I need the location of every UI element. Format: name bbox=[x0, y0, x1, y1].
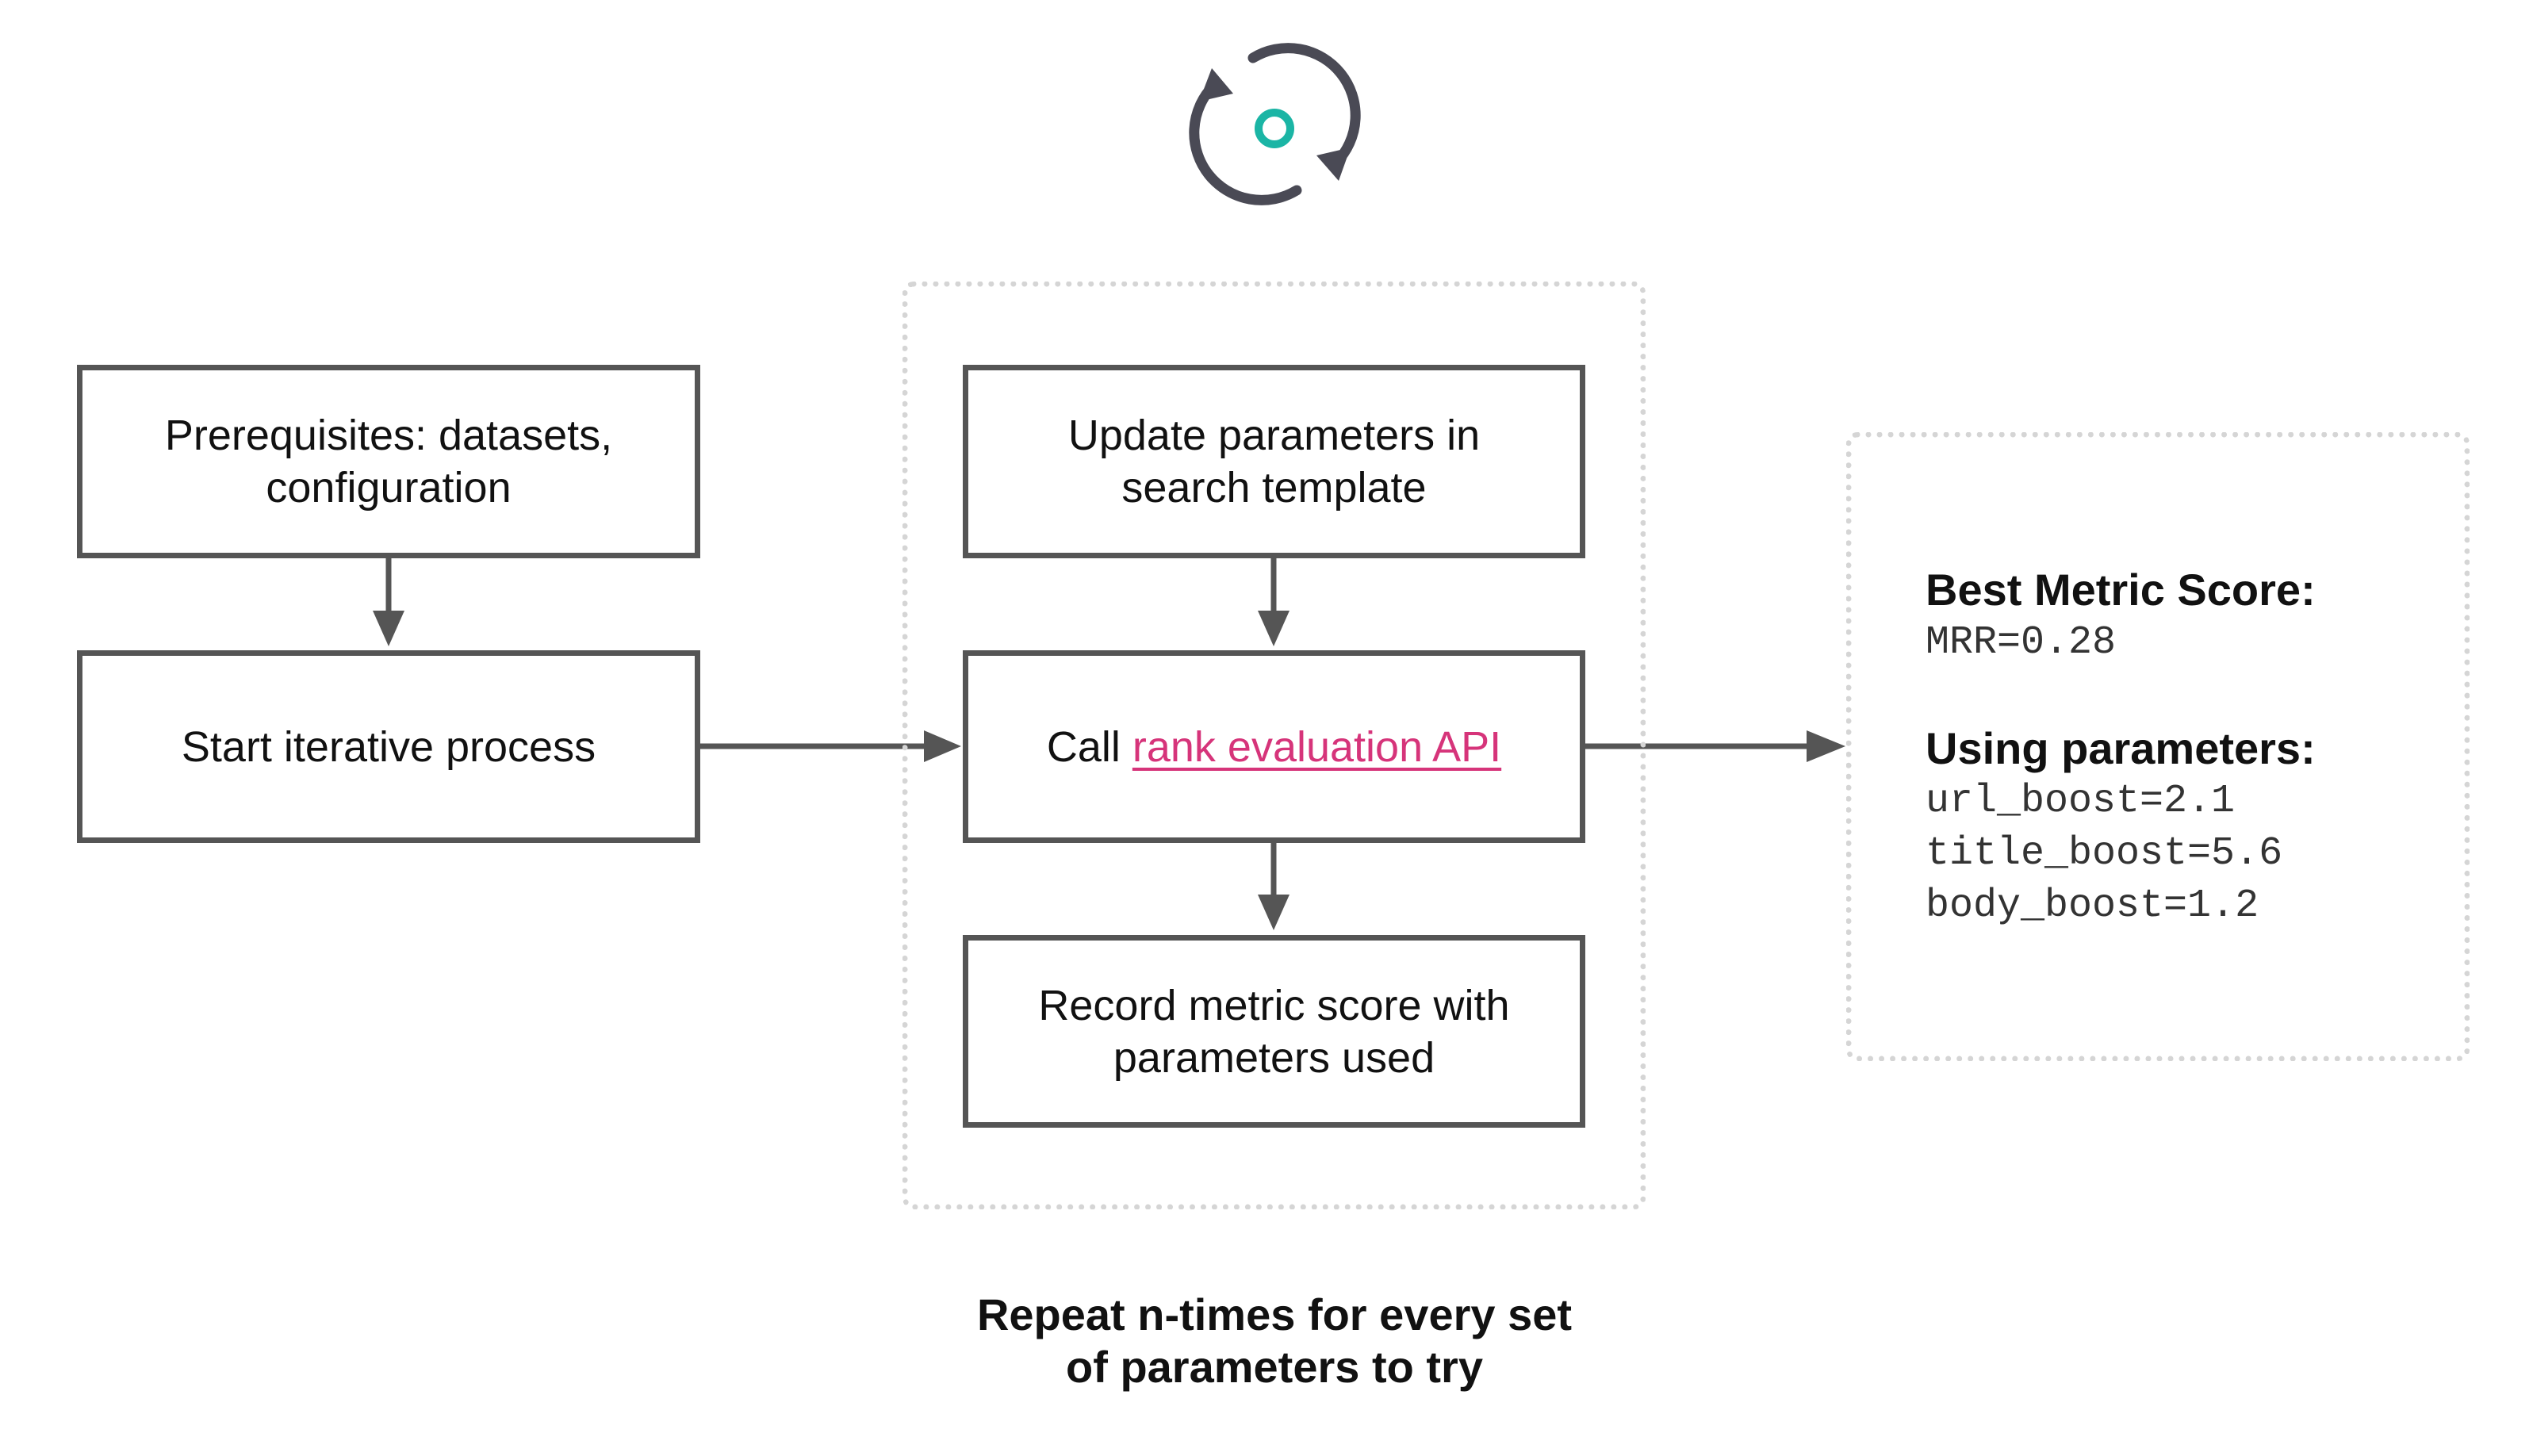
loop-caption-line-2: of parameters to try bbox=[1066, 1342, 1483, 1392]
parameter-url-boost: url_boost=2.1 bbox=[1926, 779, 2236, 824]
arrow-update-to-call bbox=[1258, 557, 1289, 646]
record-score-line-2: parameters used bbox=[1113, 1033, 1435, 1082]
update-parameters-line-2: search template bbox=[1121, 464, 1427, 512]
prerequisites-box: Prerequisites: datasets, configuration bbox=[77, 365, 700, 558]
result-panel: Best Metric Score: MRR=0.28 Using parame… bbox=[1926, 563, 2316, 933]
call-api-box: Call rank evaluation API bbox=[963, 650, 1585, 843]
arrow-start-to-call bbox=[698, 730, 961, 762]
update-parameters-line-1: Update parameters in bbox=[1067, 412, 1481, 459]
prerequisites-line-1: Prerequisites: datasets, bbox=[164, 412, 613, 459]
call-prefix: Call bbox=[1046, 722, 1132, 771]
start-process-label: Start iterative process bbox=[181, 722, 596, 771]
prerequisites-line-2: configuration bbox=[266, 464, 512, 512]
best-metric-heading: Best Metric Score: bbox=[1926, 565, 2316, 615]
best-metric-value: MRR=0.28 bbox=[1926, 620, 2117, 665]
loop-caption-line-1: Repeat n-times for every set bbox=[976, 1289, 1573, 1339]
loop-caption: Repeat n-times for every set of paramete… bbox=[872, 1289, 1677, 1393]
record-score-box: Record metric score with parameters used bbox=[963, 935, 1585, 1128]
parameter-title-boost: title_boost=5.6 bbox=[1926, 831, 2283, 876]
start-process-box: Start iterative process bbox=[77, 650, 700, 843]
cycle-refresh-icon bbox=[1189, 43, 1361, 205]
arrow-call-to-record bbox=[1258, 842, 1289, 930]
loop-frame bbox=[902, 282, 1646, 1209]
arrow-call-to-result bbox=[1585, 730, 1845, 762]
rank-evaluation-api-link[interactable]: rank evaluation API bbox=[1132, 722, 1502, 771]
update-parameters-box: Update parameters in search template bbox=[963, 365, 1585, 558]
using-parameters-heading: Using parameters: bbox=[1926, 723, 2316, 773]
record-score-line-1: Record metric score with bbox=[1038, 981, 1510, 1029]
result-frame bbox=[1846, 432, 2470, 1061]
arrow-prereq-to-start bbox=[373, 557, 404, 646]
call-api-label: Call rank evaluation API bbox=[1047, 721, 1501, 773]
parameter-body-boost: body_boost=1.2 bbox=[1926, 883, 2259, 929]
